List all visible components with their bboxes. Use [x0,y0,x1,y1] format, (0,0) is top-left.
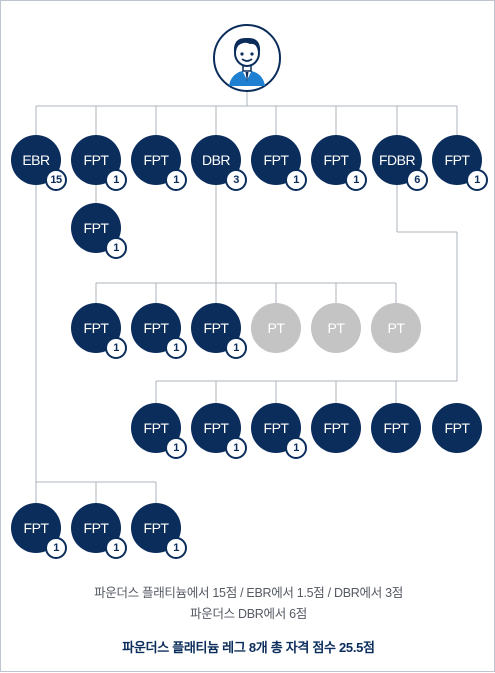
node-label: FPT [23,520,49,536]
node-fdbr-child: FPT [371,403,421,453]
node-badge: 1 [105,337,127,359]
node-badge: 1 [165,537,187,559]
node-badge: 1 [345,169,367,191]
node-label: EBR [22,152,50,168]
node-fpt: FPT 1 [131,135,187,191]
node-badge: 1 [105,537,127,559]
node-pt-inactive: PT [251,303,301,353]
node-badge: 3 [225,169,247,191]
node-badge: 1 [105,237,127,259]
node-label: PT [327,320,345,336]
node-fpt: FPT 1 [71,135,127,191]
node-ebr: EBR 15 [11,135,67,191]
node-badge: 1 [225,337,247,359]
node-badge: 1 [45,537,67,559]
node-badge: 1 [466,169,488,191]
total-score: 파운더스 플래티늄 레그 8개 총 자격 점수 25.5점 [122,640,375,655]
node-pt-inactive: PT [311,303,361,353]
node-dbr-child: FPT 1 [71,303,127,359]
node-badge: 1 [285,169,307,191]
node-pt-inactive: PT [371,303,421,353]
node-label: FDBR [378,152,416,168]
node-label: FPT [263,420,289,436]
node-badge: 1 [165,437,187,459]
node-fdbr-child: FPT 1 [131,403,187,459]
node-label: FPT [444,420,470,436]
node-badge: 15 [45,169,67,191]
node-fpt: FPT 1 [432,135,488,191]
node-label: FPT [83,520,109,536]
node-ebr-child: FPT 1 [71,503,127,559]
node-dbr: DBR 3 [191,135,247,191]
node-dbr-child: FPT 1 [191,303,247,359]
node-label: FPT [323,152,349,168]
node-label: FPT [83,320,109,336]
node-fdbr-child: FPT [432,403,482,453]
node-badge: 6 [406,169,428,191]
sponsor-avatar [213,24,281,92]
node-label: FPT [83,220,109,236]
score-breakdown-line1: 파운더스 플래티늄에서 15점 / EBR에서 1.5점 / DBR에서 3점 [94,586,403,600]
node-ebr-child: FPT 1 [11,503,67,559]
node-label: FPT [383,420,409,436]
node-badge: 1 [225,437,247,459]
node-label: FPT [143,320,169,336]
node-label: PT [387,320,405,336]
node-label: FPT [444,152,470,168]
node-label: FPT [263,152,289,168]
node-fdbr: FDBR 6 [372,135,428,191]
node-fpt-child: FPT 1 [71,203,127,259]
node-fdbr-child: FPT [311,403,361,453]
node-ebr-child: FPT 1 [131,503,187,559]
node-label: FPT [143,520,169,536]
node-label: FPT [203,320,229,336]
node-label: FPT [143,152,169,168]
node-badge: 1 [285,437,307,459]
node-badge: 1 [105,169,127,191]
node-label: DBR [201,152,231,168]
node-label: FPT [323,420,349,436]
node-badge: 1 [165,337,187,359]
node-label: FPT [83,152,109,168]
node-label: FPT [143,420,169,436]
node-label: FPT [203,420,229,436]
node-fdbr-child: FPT 1 [251,403,307,459]
node-label: PT [267,320,285,336]
score-breakdown-line2: 파운더스 DBR에서 6점 [190,607,307,621]
node-dbr-child: FPT 1 [131,303,187,359]
node-fdbr-child: FPT 1 [191,403,247,459]
node-fpt: FPT 1 [251,135,307,191]
businessman-avatar-icon [229,37,265,86]
node-fpt: FPT 1 [311,135,367,191]
node-badge: 1 [165,169,187,191]
